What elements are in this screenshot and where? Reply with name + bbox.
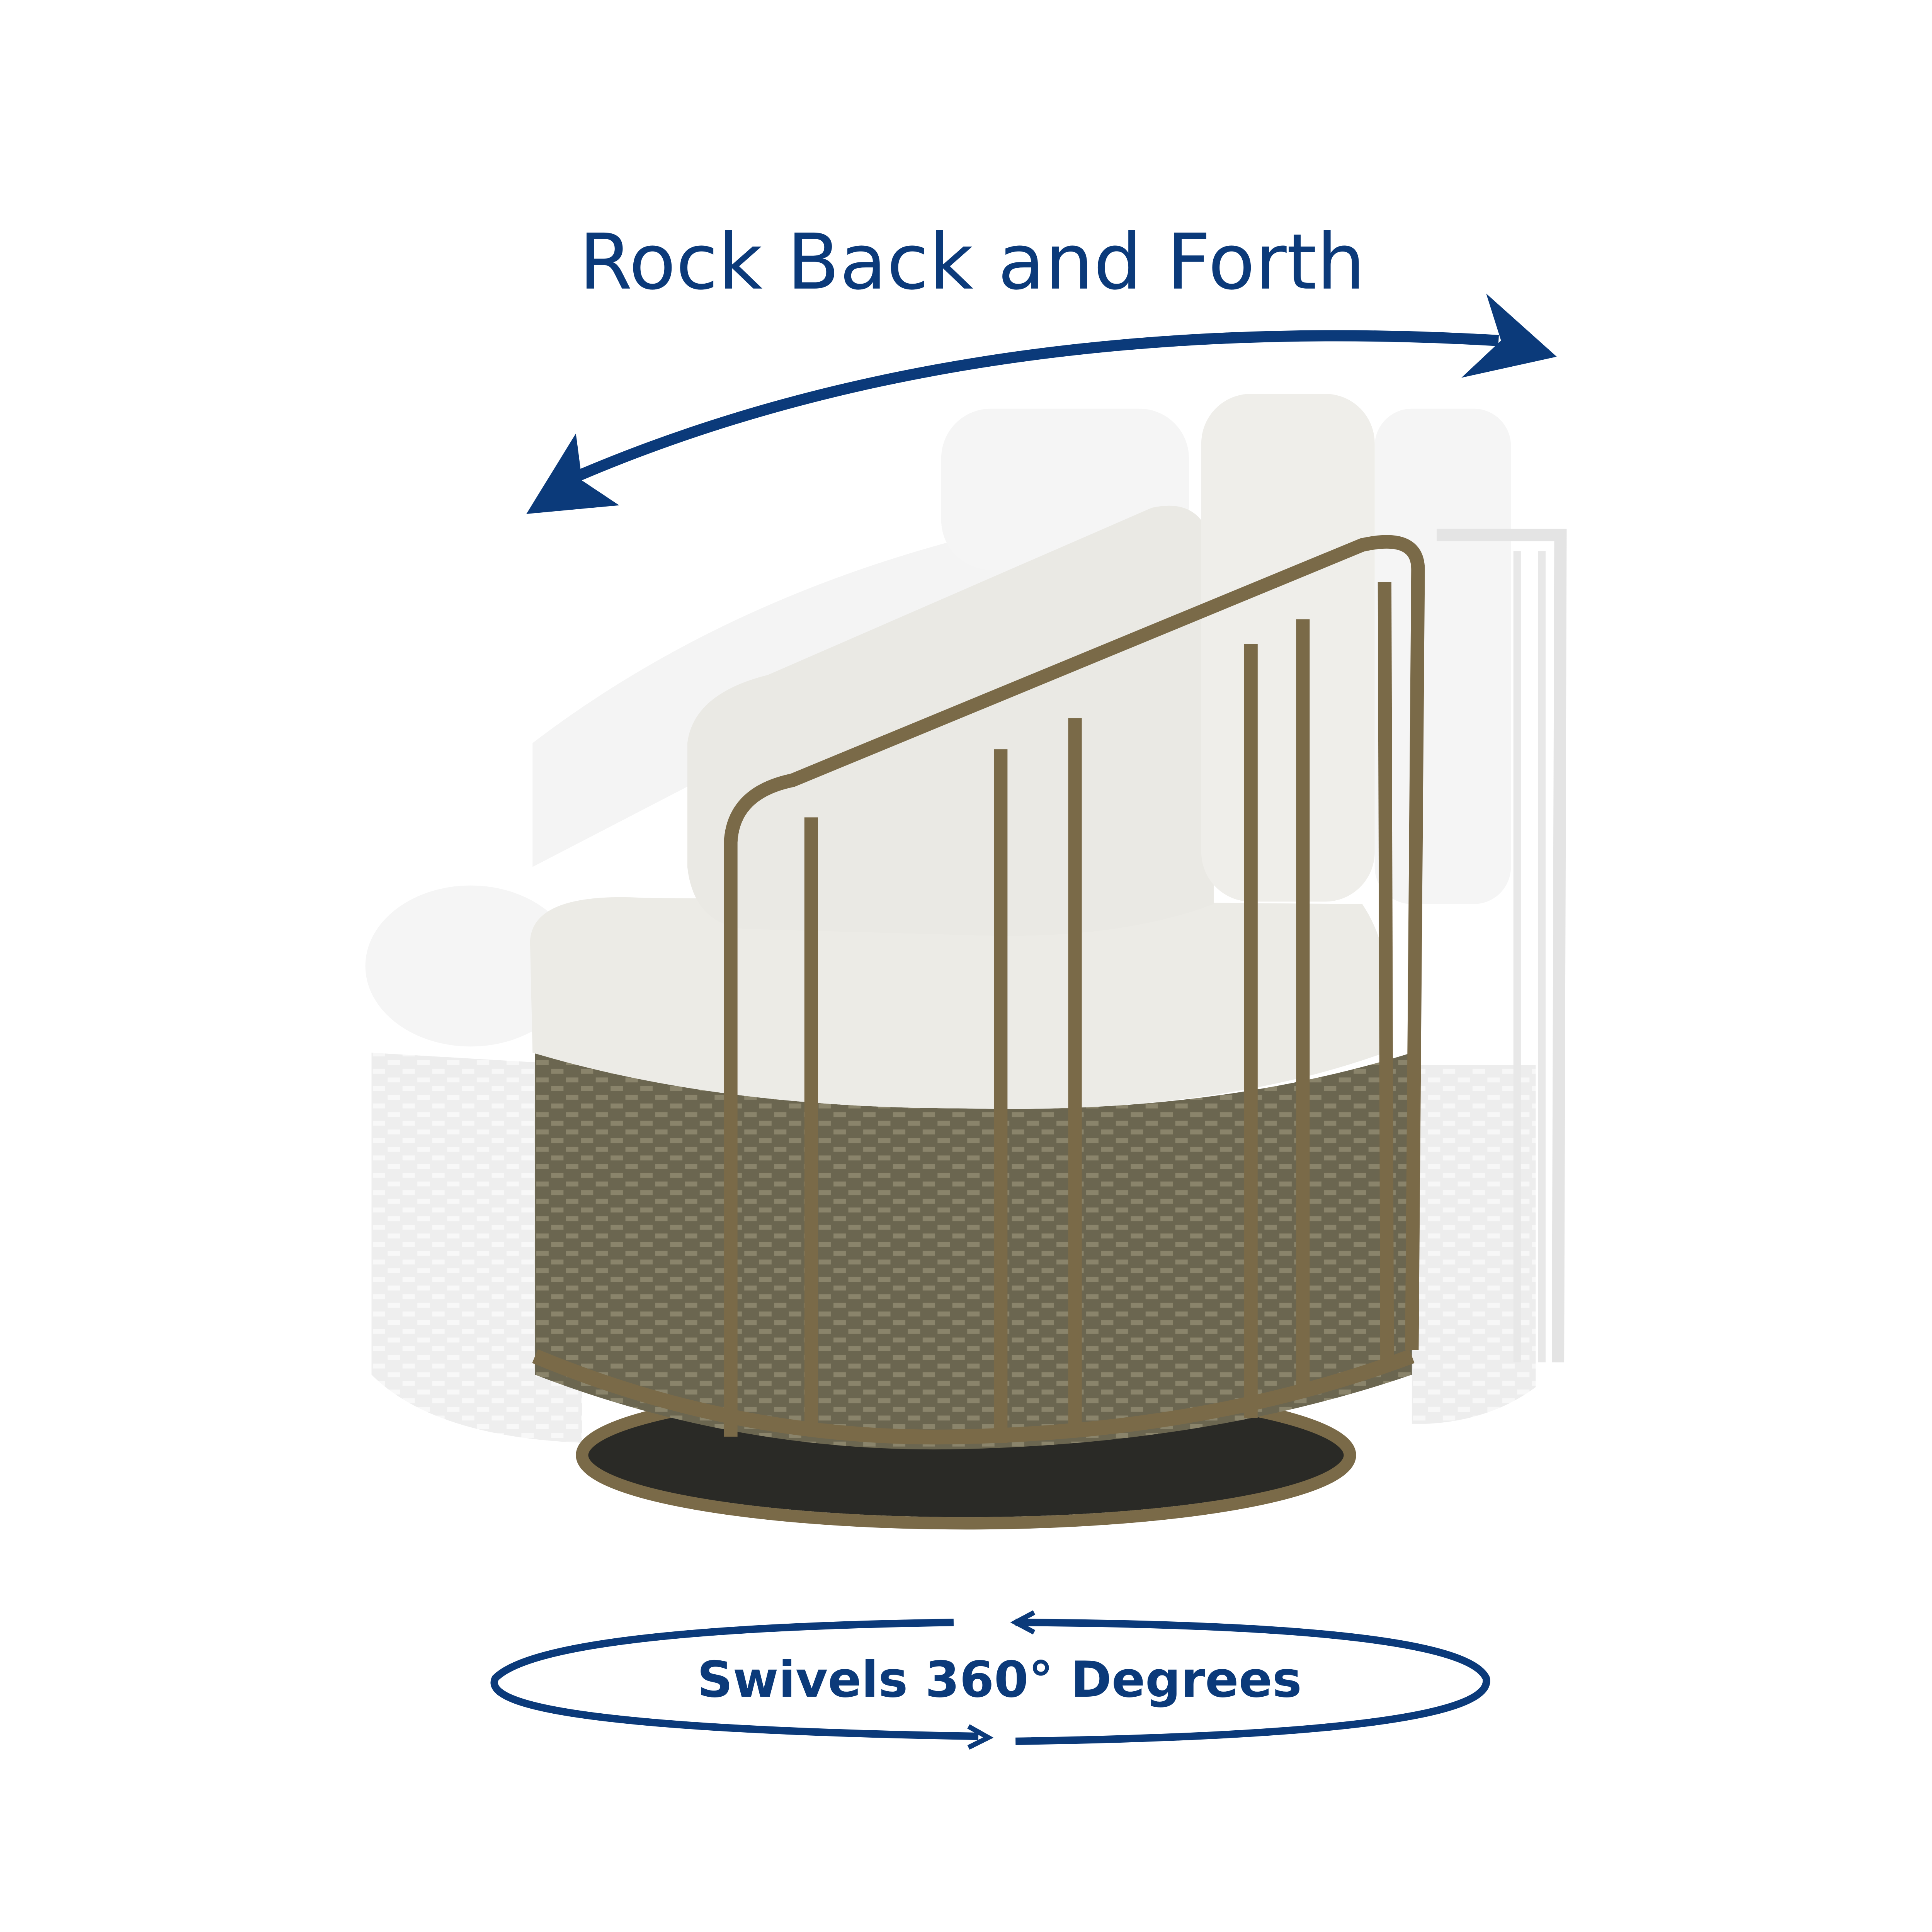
side-cushion (1201, 394, 1375, 902)
headline: Rock Back and Forth (579, 218, 1365, 307)
swivel-ellipse-arrow-icon (490, 1610, 1490, 1750)
seat-cushion (530, 897, 1387, 1109)
rock-arrow-icon (526, 293, 1557, 514)
ghost-chair-right (1374, 408, 1567, 1424)
wicker-base (535, 1053, 1412, 1450)
swivel-chair (530, 394, 1425, 1530)
chair-frame (724, 535, 1425, 1437)
swivel-label: Swivels 360° Degrees (697, 1651, 1302, 1709)
